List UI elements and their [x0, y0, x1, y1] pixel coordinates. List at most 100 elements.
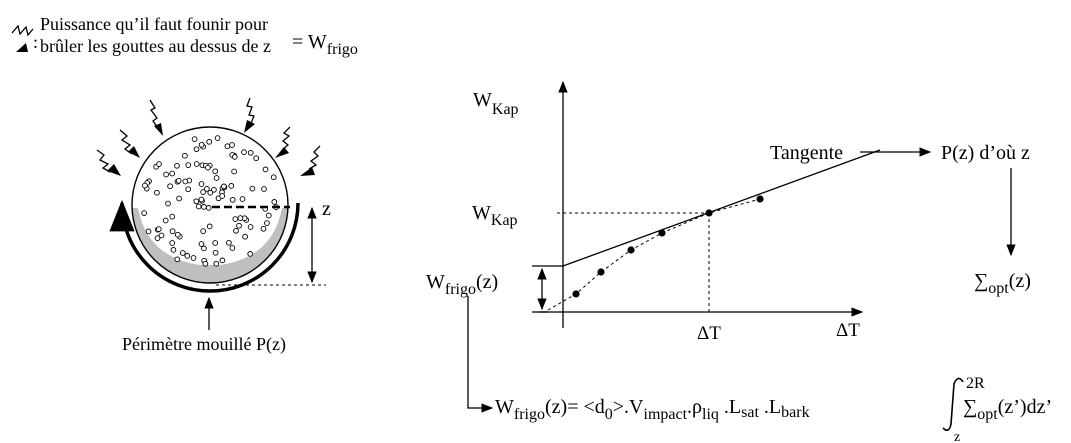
particle-illustration: z Périmètre mouillé P(z) — [97, 98, 331, 355]
droplet — [232, 155, 237, 160]
droplet — [155, 236, 160, 241]
droplet — [254, 156, 259, 161]
curve-point — [756, 195, 763, 202]
droplet — [175, 232, 180, 237]
droplet — [175, 163, 180, 168]
wkap-label: WKap — [472, 202, 518, 229]
droplet — [163, 218, 168, 223]
legend-line-2: brûler les gouttes au dessus de z — [40, 36, 271, 56]
droplet — [176, 178, 181, 183]
droplet — [192, 137, 197, 142]
wfrigo-formula: Wfrigo(z)= <d0>.Vimpact.ρliq .Lsat .Lbar… — [468, 296, 1052, 443]
droplet — [170, 229, 175, 234]
droplet — [175, 257, 180, 262]
integral-upper-limit: 2R — [966, 375, 985, 392]
droplet — [186, 163, 191, 168]
droplet — [207, 139, 212, 144]
droplet — [170, 171, 175, 176]
wfrigo-to-formula-arrow — [468, 296, 492, 408]
droplet — [248, 225, 253, 230]
droplet — [199, 197, 204, 202]
droplet — [207, 224, 212, 229]
droplet — [230, 246, 235, 251]
legend: : Puissance qu’il faut founir pour brûle… — [12, 14, 358, 58]
droplets — [142, 136, 279, 266]
droplet — [206, 165, 211, 170]
heat-flux-icon: : — [12, 26, 38, 52]
droplet — [199, 182, 204, 187]
curve-points — [572, 195, 763, 297]
droplet — [164, 172, 169, 177]
integral-sign — [943, 378, 963, 430]
droplet — [233, 217, 238, 222]
wfrigo-label: Wfrigo(z) — [426, 271, 498, 298]
droplet — [262, 187, 267, 192]
droplet — [263, 167, 268, 172]
right-flow: P(z) d’où z ∑opt(z) — [941, 142, 1031, 297]
legend-line-1: Puissance qu’il faut founir pour — [40, 14, 268, 34]
droplet — [227, 240, 232, 245]
droplet — [155, 190, 160, 195]
svg-text::: : — [33, 32, 38, 52]
droplet — [146, 229, 151, 234]
curve-point — [627, 246, 634, 253]
curve-point — [572, 290, 579, 297]
formula-text: Wfrigo(z)= <d0>.Vimpact.ρliq .Lsat .Lbar… — [495, 396, 810, 423]
droplet — [202, 246, 207, 251]
droplet — [272, 200, 277, 205]
droplet — [222, 184, 227, 189]
legend-equals-wfrigo: = Wfrigo — [292, 31, 358, 58]
droplet — [230, 197, 235, 202]
droplet — [214, 261, 219, 266]
pz-label: P(z) d’où z — [941, 142, 1030, 164]
measured-curve — [548, 199, 760, 310]
droplet — [215, 136, 220, 141]
droplet — [213, 169, 218, 174]
droplet — [203, 261, 208, 266]
droplet — [266, 213, 271, 218]
tangent-line — [563, 150, 880, 266]
droplet — [240, 197, 245, 202]
droplet — [196, 204, 201, 209]
droplet — [199, 142, 204, 147]
integral-integrand: ∑opt(z’)dz’ — [963, 396, 1052, 423]
droplet — [261, 226, 266, 231]
droplet — [248, 252, 253, 257]
droplet — [142, 211, 147, 216]
droplet — [183, 153, 188, 158]
droplet — [232, 169, 237, 174]
droplet — [157, 162, 162, 167]
droplet — [238, 216, 243, 221]
droplet — [229, 184, 234, 189]
integral-lower-limit: z — [954, 430, 960, 443]
droplet — [213, 250, 218, 255]
droplet — [243, 234, 248, 239]
droplet — [194, 199, 199, 204]
perimeter-label: Périmètre mouillé P(z) — [122, 334, 286, 355]
droplet — [265, 221, 270, 226]
tangent-label: Tangente — [770, 142, 843, 164]
droplet — [191, 256, 196, 261]
droplet — [225, 144, 230, 149]
droplet — [208, 190, 213, 195]
droplet — [201, 229, 206, 234]
droplet — [194, 147, 199, 152]
droplet — [171, 248, 176, 253]
droplet — [206, 206, 211, 211]
y-axis-label: WKap — [473, 89, 519, 118]
x-axis-label: ΔT — [836, 320, 860, 341]
droplet — [180, 251, 185, 256]
droplet — [242, 150, 247, 155]
droplet — [194, 162, 199, 167]
droplet — [250, 186, 255, 191]
droplet — [183, 179, 188, 184]
droplet — [186, 187, 191, 192]
droplet — [170, 214, 175, 219]
sigma-opt-label: ∑opt(z) — [974, 270, 1031, 297]
droplet — [237, 223, 242, 228]
droplet — [143, 183, 148, 188]
droplet — [170, 241, 175, 246]
droplet — [177, 196, 182, 201]
droplet — [271, 175, 276, 180]
curve-point — [597, 268, 604, 275]
